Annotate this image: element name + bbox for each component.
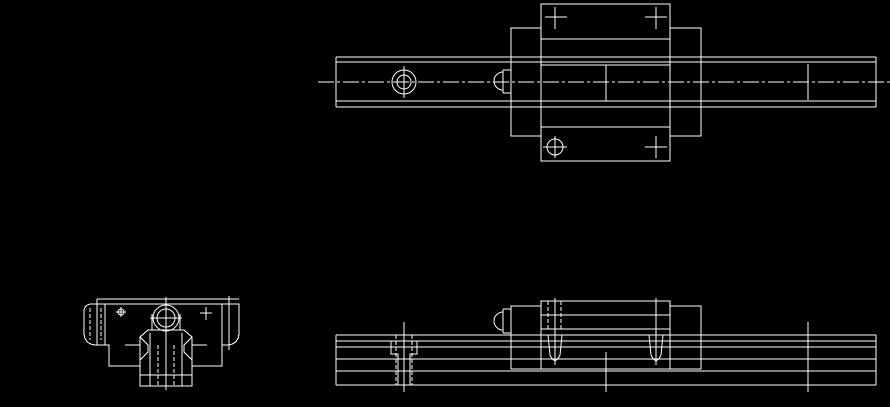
end-right-side — [221, 296, 230, 350]
top-rail-hole-left — [391, 66, 417, 98]
front-groove-right — [648, 334, 664, 365]
end-cross-right — [200, 307, 212, 320]
front-view — [335, 298, 877, 392]
front-carriage-body — [540, 298, 671, 392]
end-left-slot — [89, 304, 106, 345]
front-end-seal-right — [669, 305, 702, 370]
top-carriage-body — [540, 3, 671, 162]
top-view — [318, 3, 890, 162]
top-mount-cross-tl — [545, 7, 567, 29]
top-mount-hole-bl — [543, 136, 567, 158]
end-rail-profile — [139, 297, 193, 390]
end-center-port — [150, 304, 182, 332]
top-grease-nipple — [493, 69, 511, 94]
front-end-seal-left — [510, 305, 542, 370]
front-rail-hole-left — [390, 322, 418, 392]
end-cross-left — [116, 307, 126, 317]
front-grease-nipple — [493, 308, 511, 334]
end-view — [83, 296, 240, 390]
front-groove-left — [547, 334, 563, 365]
end-carriage-outline — [83, 303, 240, 367]
top-mount-cross-br — [645, 136, 667, 158]
top-mount-cross-tr — [645, 7, 667, 29]
